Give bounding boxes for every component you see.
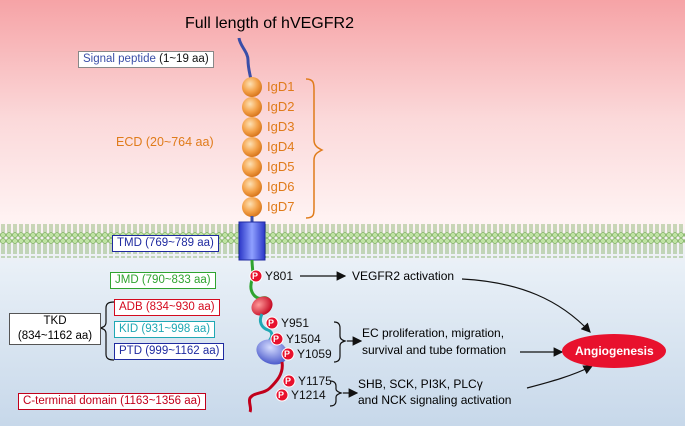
adb-box: ADB (834~930 aa) (114, 299, 220, 316)
signal-peptide-range: (1~19 aa) (159, 53, 209, 65)
tmd-block (238, 221, 266, 261)
igd1-label: IgD1 (267, 79, 295, 94)
outcome-shb-line2: and NCK signaling activation (358, 393, 512, 407)
outcome-shb-line1: SHB, SCK, PI3K, PLCγ (358, 377, 483, 391)
tmd-box: TMD (769~789 aa) (112, 235, 219, 252)
site-y1059: Y1059 (297, 347, 332, 361)
tkd-name: TKD (43, 315, 67, 327)
site-y1175: Y1175 (298, 374, 332, 388)
outcome-ec-line2: survival and tube formation (362, 343, 507, 357)
site-y1214: Y1214 (291, 388, 326, 402)
igd3-label: IgD3 (267, 119, 295, 134)
phospho-p-label: P (268, 318, 275, 328)
outcome-vegfr2-activation: VEGFR2 activation (352, 269, 455, 283)
jmd-box: JMD (790~833 aa) (110, 272, 216, 289)
outcome-ec-line1: EC proliferation, migration, (362, 326, 505, 340)
c-terminal-chain (247, 361, 284, 413)
adb-domain (251, 296, 273, 316)
arrow-shb-angio (526, 365, 594, 389)
site-y801: Y801 (265, 269, 294, 283)
ecd-brace (305, 78, 324, 219)
ecd-label: ECD (20~764 aa) (116, 135, 214, 149)
ptd-box: PTD (999~1162 aa) (114, 343, 225, 360)
igd7-label: IgD7 (267, 199, 295, 214)
tkd-range: (834~1162 aa) (17, 330, 93, 342)
angiogenesis-label: Angiogenesis (575, 344, 654, 358)
site-y1504: Y1504 (286, 332, 321, 346)
site-y951: Y951 (281, 316, 310, 330)
kid-box: KID (931~998 aa) (114, 321, 216, 338)
tkd-bracket (99, 301, 115, 361)
phospho-p-label: P (285, 376, 292, 386)
ec-bracket (333, 321, 347, 363)
tkd-box: TKD (834~1162 aa) (9, 313, 101, 345)
ig-domain-balls (242, 77, 262, 217)
phospho-p-label: P (284, 349, 291, 359)
phospho-p-label: P (252, 271, 259, 281)
phosphosites (249, 269, 296, 402)
igd2-label: IgD2 (267, 99, 295, 114)
signal-peptide-box: Signal peptide (1~19 aa) (78, 51, 214, 68)
c-terminal-box: C-terminal domain (1163~1356 aa) (18, 393, 206, 410)
arrow-activation-angio (461, 278, 591, 333)
phospho-p-label: P (278, 390, 285, 400)
cell-membrane (0, 224, 685, 258)
signal-peptide-name: Signal peptide (83, 53, 156, 65)
shb-bracket (329, 380, 343, 407)
phospho-p-label: P (273, 334, 280, 344)
angiogenesis-ellipse (562, 334, 666, 368)
signal-peptide-chain (237, 37, 253, 81)
igd6-label: IgD6 (267, 179, 295, 194)
igd5-label: IgD5 (267, 159, 295, 174)
ptd-domain (256, 339, 288, 365)
igd4-label: IgD4 (267, 139, 295, 154)
diagram-title: Full length of hVEGFR2 (185, 15, 354, 32)
